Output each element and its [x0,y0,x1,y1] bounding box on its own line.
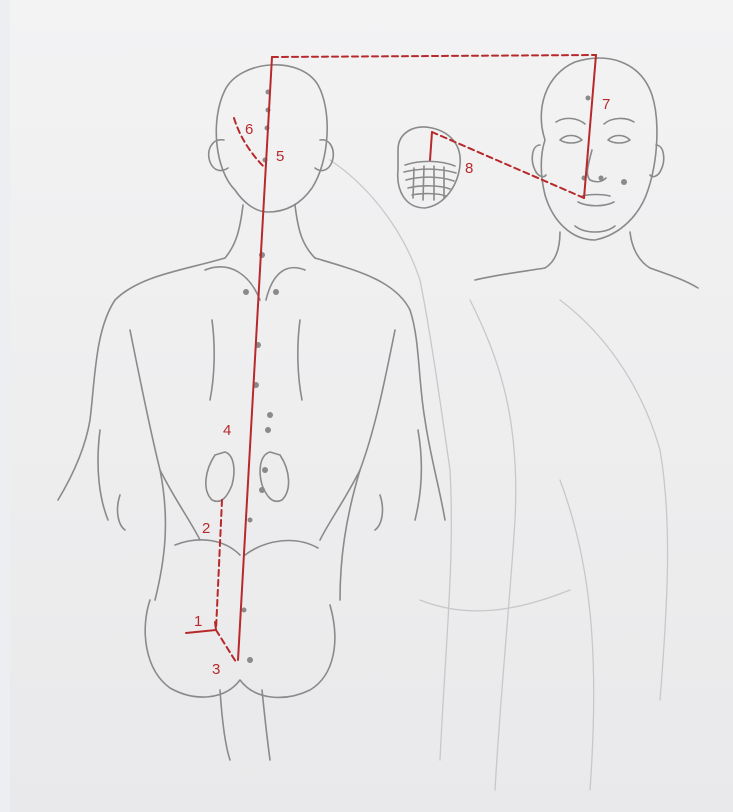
back-torso-outline [58,258,445,520]
meridian-lines [186,55,596,662]
shoulders-front [475,268,698,288]
mouth [578,202,614,206]
faint-side-figure [330,160,668,790]
face-neck [545,232,650,268]
neck-outline [225,205,315,258]
meridian-line-face [584,55,596,198]
chin [575,226,615,232]
left-eye [560,136,582,144]
marker-4: 4 [223,422,231,439]
meridian-line-spine [238,57,272,660]
right-eyebrow [604,118,634,124]
meridian-line-top [272,55,596,57]
back-head-outline [216,65,327,212]
meridian-line-to-mouth [432,132,584,198]
left-kidney [206,452,234,501]
face-outline [541,58,657,240]
meridian-line-mouth-stub [430,132,432,160]
marker-5: 5 [276,148,284,165]
right-kidney [260,452,289,501]
marker-2: 2 [202,520,210,537]
marker-7: 7 [602,96,610,113]
meridian-line-2 [216,500,222,630]
marker-8: 8 [465,160,473,177]
left-eyebrow [556,118,585,124]
marker-6: 6 [245,121,253,138]
right-eye [608,136,630,144]
marker-3: 3 [212,661,220,678]
marker-1: 1 [194,613,202,630]
meridian-line-3 [216,630,236,662]
